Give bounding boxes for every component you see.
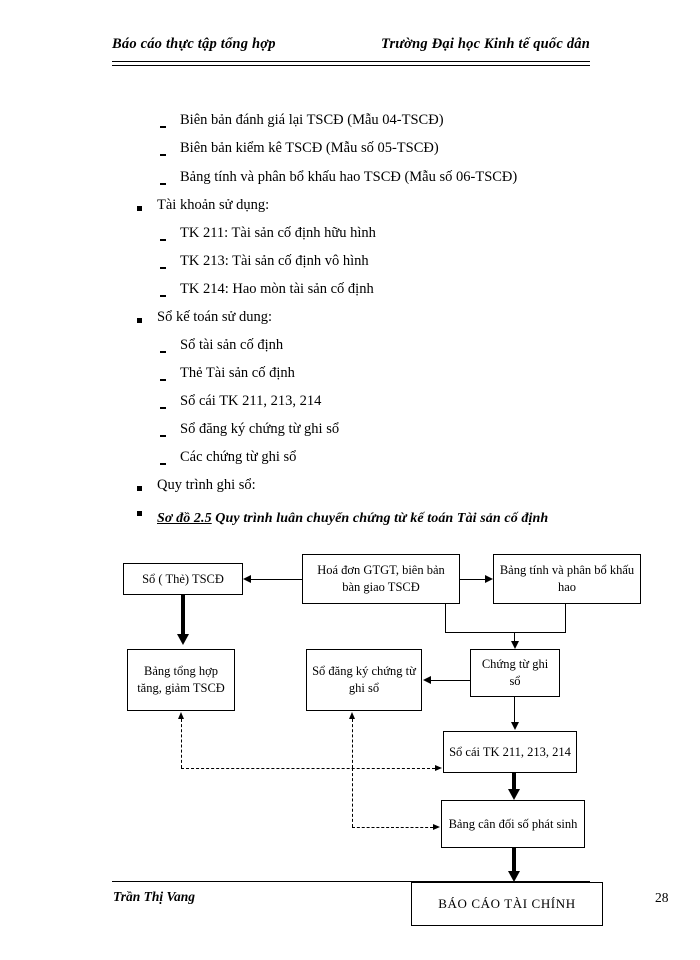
arrowhead-down-icon [511,722,519,730]
dash-bullet-icon [160,435,166,437]
list-item-label: Quy trình ghi sổ: [157,477,256,493]
list-item-label: TK 211: Tài sản cố định hữu hình [180,225,376,241]
dash-bullet-icon [160,239,166,241]
dash-bullet-icon [160,295,166,297]
connector-socai-to-bangcandoi [512,773,516,791]
arrowhead-down-icon [508,789,520,800]
dash-bullet-icon [160,267,166,269]
list-item-label: TK 213: Tài sản cố định vô hình [180,253,369,269]
diagram-caption: Sơ đồ 2.5 Quy trình luân chuyển chứng từ… [157,511,548,527]
square-bullet-icon [137,206,142,211]
arrowhead-down-icon [177,634,189,645]
connector-chungtu-to-socai [514,697,515,723]
dash-bullet-icon [160,463,166,465]
arrowhead-down-icon [511,641,519,649]
list-item-label: Bảng tính và phân bổ khấu hao TSCĐ (Mẫu … [180,169,518,185]
arrowhead-up-icon [349,712,355,719]
dashed-connector-up-sodangky [352,719,353,768]
flow-box-hoa-don: Hoá đơn GTGT, biên bản bàn giao TSCĐ [302,554,460,604]
connector-hoadon-to-sothe [251,579,302,580]
connector-merge-bar [445,632,566,633]
flow-box-so-dang-ky: Sổ đăng ký chứng từ ghi sổ [306,649,422,711]
header-divider [112,61,590,66]
arrowhead-left-icon [243,575,251,583]
list-item-label: Sổ tài sản cố định [180,337,284,353]
connector-bangtinh-down [565,604,566,633]
page-header: Báo cáo thực tập tổng hợp Trường Đại học… [112,36,590,60]
flow-box-bao-cao-tai-chinh: BÁO CÁO TÀI CHÍNH [411,882,603,926]
connector-hoadon-to-bangtinh [460,579,485,580]
list-item-label: Sổ đăng ký chứng từ ghi sổ [180,421,340,437]
dashed-connector-to-socai [181,768,435,769]
dash-bullet-icon [160,379,166,381]
arrowhead-down-icon [508,871,520,882]
connector-hoadon-down [445,604,446,633]
arrowhead-left-icon [423,676,431,684]
page-number: 28 [655,890,669,905]
dashed-connector-down-to-bangcandoi [352,768,353,827]
flow-box-chung-tu: Chứng từ ghi sổ [470,649,560,697]
list-item-label: Sổ cái TK 211, 213, 214 [180,393,322,409]
list-item-label: Tài khoản sử dụng: [157,197,270,213]
dash-bullet-icon [160,407,166,409]
dash-bullet-icon [160,126,166,128]
arrowhead-right-icon [433,824,440,830]
list-item-label: Biên bản kiểm kê TSCĐ (Mẫu số 05-TSCĐ) [180,140,439,156]
list-item-label: TK 214: Hao mòn tài sản cố định [180,281,374,297]
header-right-title: Trường Đại học Kinh tế quốc dân [380,36,590,52]
dash-bullet-icon [160,154,166,156]
arrowhead-up-icon [178,712,184,719]
header-left-title: Báo cáo thực tập tổng hợp [112,36,276,52]
dashed-connector-to-bangcandoi [352,827,433,828]
list-item-label: Biên bản đánh giá lại TSCĐ (Mẫu 04-TSCĐ) [180,112,444,128]
flow-box-bang-tinh: Bảng tính và phân bổ khấu hao [493,554,641,604]
dash-bullet-icon [160,183,166,185]
flow-box-bang-tong-hop: Bảng tổng hợp tăng, giảm TSCĐ [127,649,235,711]
flow-box-so-the-tscd: Sổ ( Thẻ) TSCĐ [123,563,243,595]
diagram-caption-text: Quy trình luân chuyển chứng từ kế toán T… [211,511,549,526]
arrowhead-right-icon [435,765,442,771]
dash-bullet-icon [160,351,166,353]
square-bullet-icon [137,486,142,491]
flow-box-so-cai: Sổ cái TK 211, 213, 214 [443,731,577,773]
connector-chungtu-to-sodangky [431,680,470,681]
list-item-label: Các chứng từ ghi sổ [180,449,297,465]
connector-merge-to-chungtu [514,632,515,642]
list-item-label: Sổ kế toán sử dung: [157,309,272,325]
footer-author: Trần Thị Vang [113,889,196,904]
square-bullet-icon [137,511,142,516]
flow-box-bang-can-doi: Bảng cân đối số phát sinh [441,800,585,848]
arrowhead-right-icon [485,575,493,583]
dashed-connector-up-bangtonghop [181,719,182,768]
footer-divider [112,881,590,882]
list-item-label: Thẻ Tài sản cố định [180,365,295,381]
connector-bangcandoi-to-baocao [512,848,516,874]
diagram-caption-number: Sơ đồ 2.5 [157,511,212,526]
connector-sothe-to-bangtonghop [181,595,185,635]
square-bullet-icon [137,318,142,323]
